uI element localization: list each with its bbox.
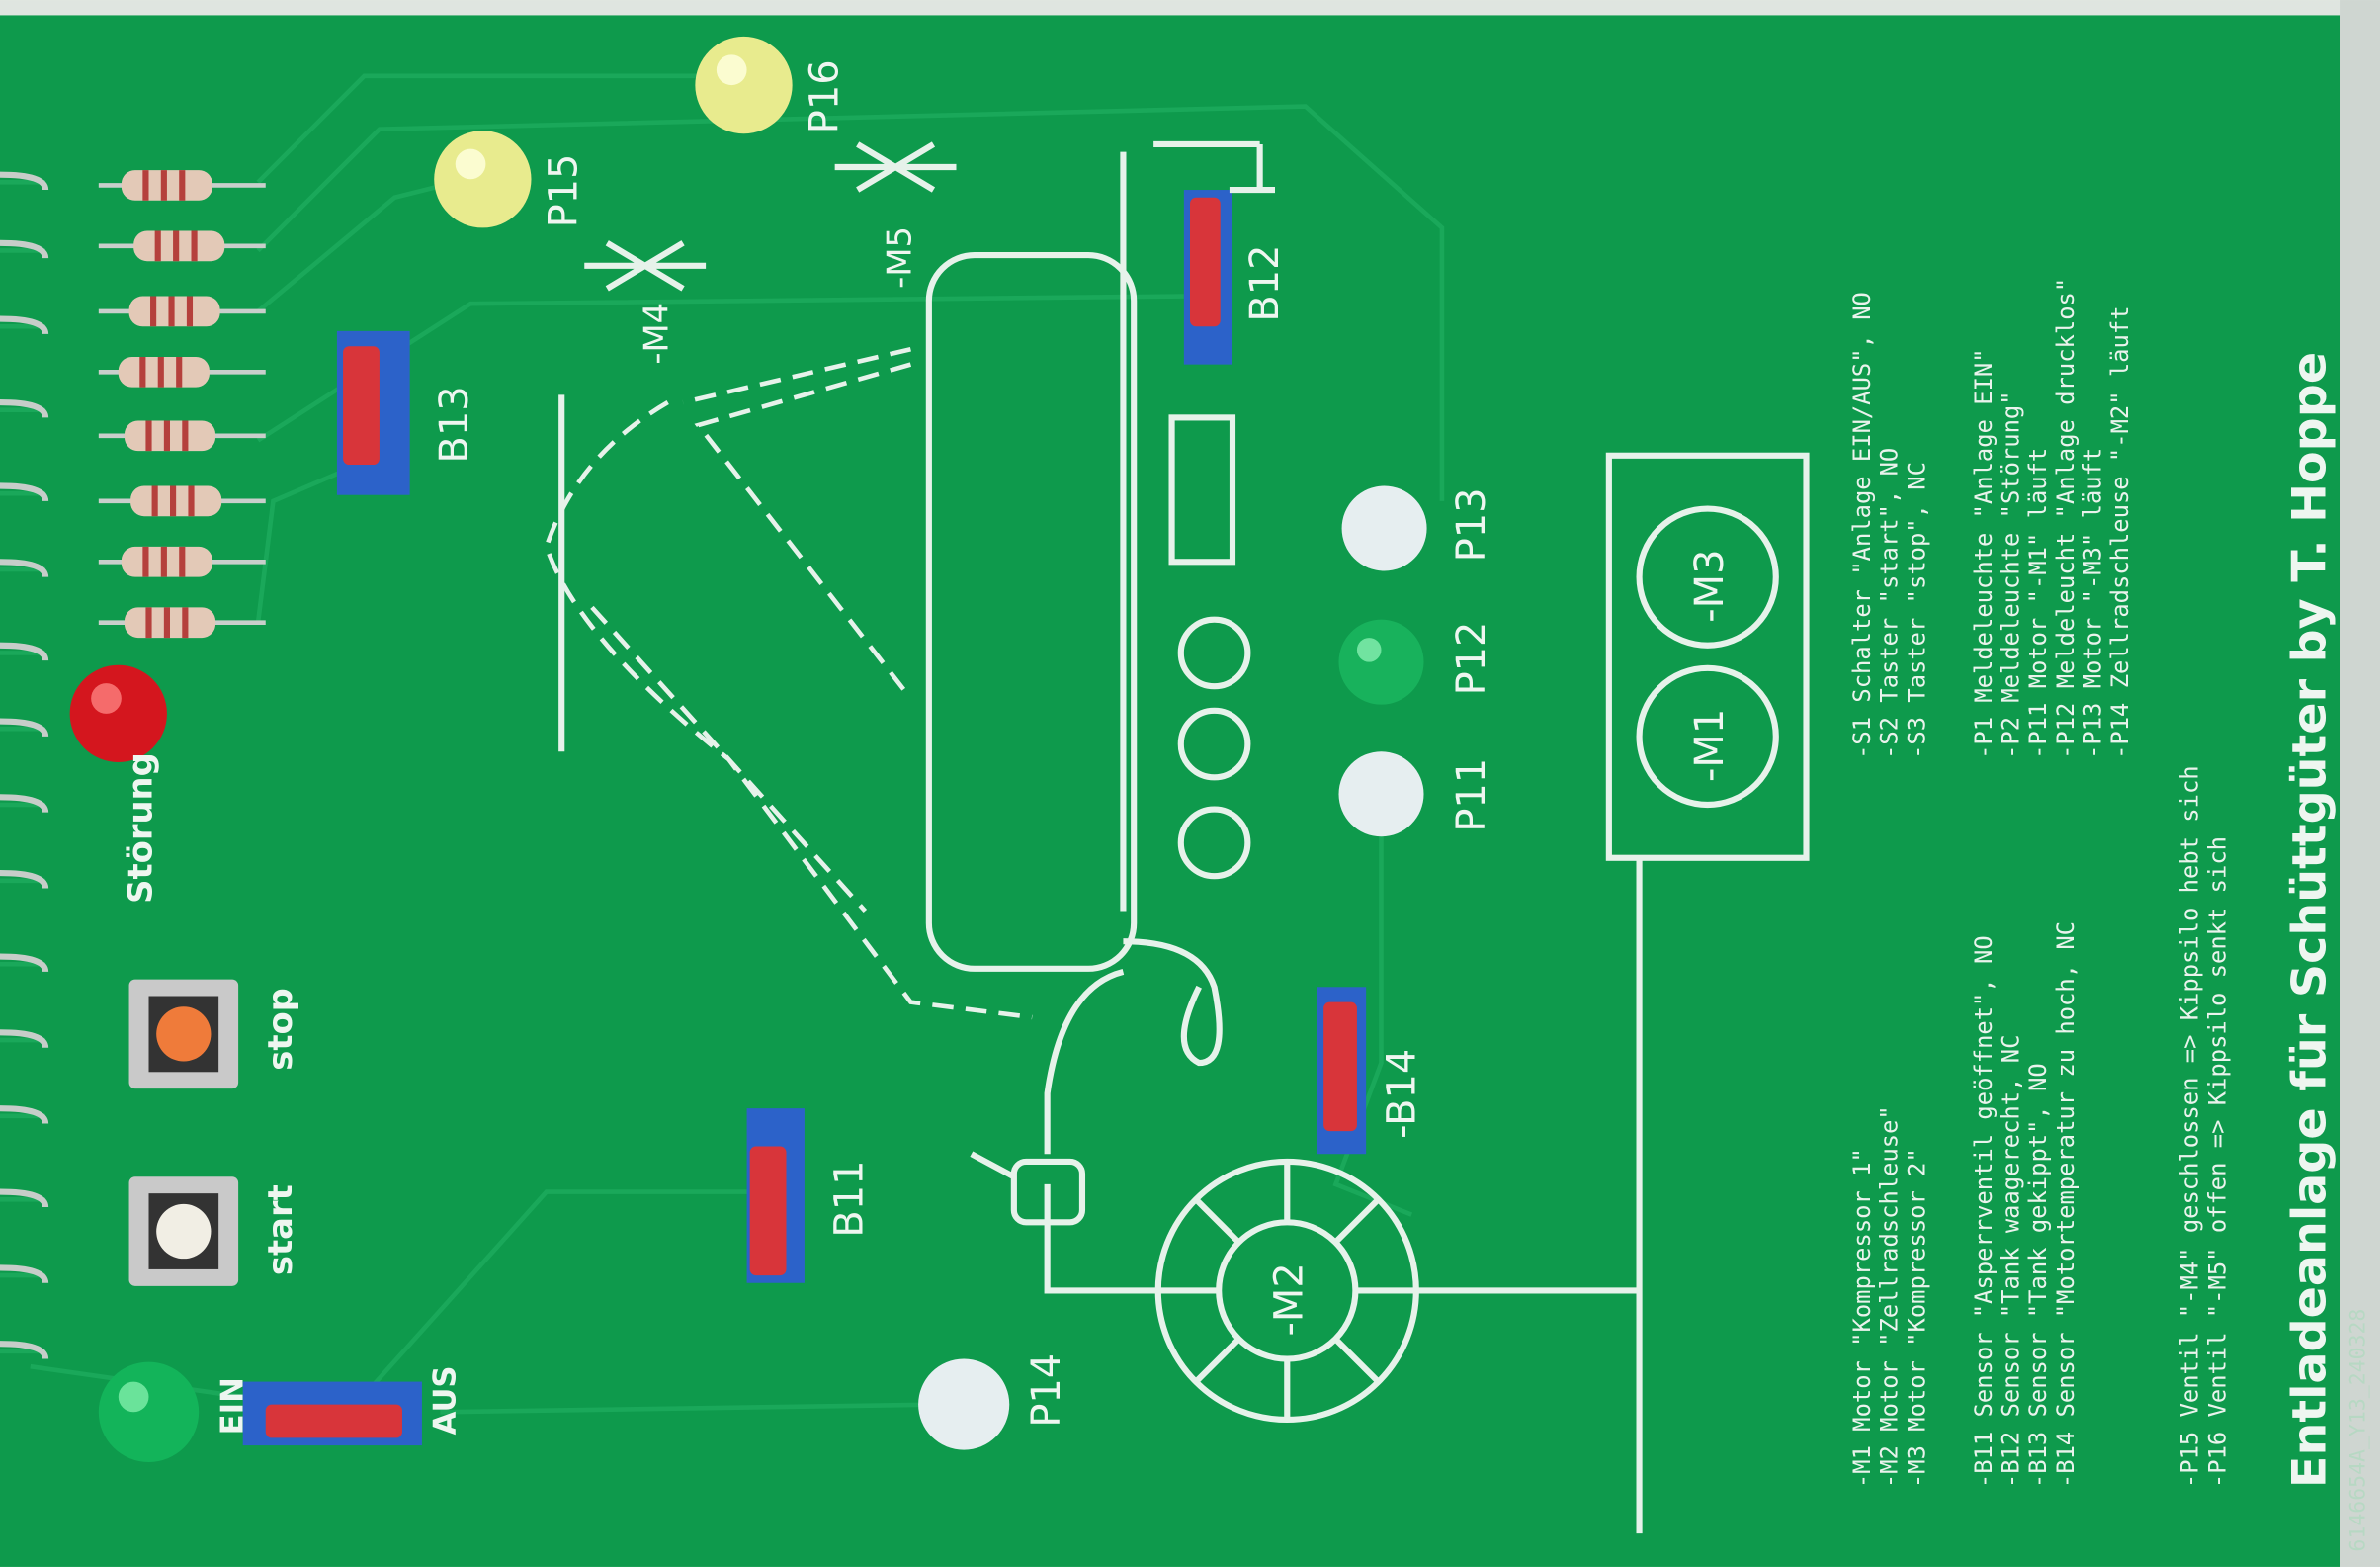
- button-stop[interactable]: [128, 979, 239, 1089]
- svg-text:-S3 Taster "stop", NC: -S3 Taster "stop", NC: [1903, 462, 1930, 759]
- header-pins: [0, 171, 49, 1360]
- label-m3: -M3: [1687, 549, 1733, 622]
- svg-text:-B14 Sensor "Motortemperatur z: -B14 Sensor "Motortemperatur zu hoch, NC: [2052, 921, 2080, 1488]
- svg-text:-B11 Sensor "Asperrventil geöf: -B11 Sensor "Asperrventil geöffnet", NO: [1970, 935, 1998, 1488]
- label-p12: P12: [1449, 622, 1494, 696]
- svg-text:-P1 Meldeleuchte "Anlage EIN": -P1 Meldeleuchte "Anlage EIN": [1970, 348, 1998, 758]
- sensor-b12[interactable]: [1183, 190, 1232, 365]
- sensor-b11[interactable]: [746, 1108, 805, 1283]
- svg-text:-S2 Taster "start", NO: -S2 Taster "start", NO: [1876, 448, 1904, 759]
- label-m5: -M5: [880, 226, 918, 289]
- svg-text:-P12 Meldeleucht "Anlage druck: -P12 Meldeleucht "Anlage drucklos": [2052, 278, 2080, 759]
- valve-m4-symbol: [584, 240, 707, 292]
- label-p13: P13: [1449, 487, 1494, 562]
- legend-switches: -S1 Schalter "Anlage EIN/AUS", NO-S2 Tas…: [1848, 292, 1930, 759]
- valve-m5-symbol: [834, 141, 957, 193]
- label-m2: -M2: [1267, 1262, 1313, 1336]
- label-b14: -B14: [1379, 1049, 1424, 1139]
- label-start: start: [261, 1184, 299, 1275]
- label-stop: stop: [261, 988, 299, 1071]
- led-p12-green: [1338, 619, 1424, 705]
- label-p14: P14: [1024, 1353, 1069, 1428]
- led-p16-yellow: [695, 36, 793, 134]
- label-b12: B12: [1242, 244, 1288, 321]
- svg-text:-M2 Motor "Zellradschleuse": -M2 Motor "Zellradschleuse": [1876, 1105, 1904, 1488]
- svg-text:-P11 Motor "-M1" läuft: -P11 Motor "-M1" läuft: [2024, 448, 2052, 759]
- tank-schematic: [544, 140, 1810, 1534]
- label-stoerung: Störung: [122, 752, 160, 904]
- led-p1-green: [98, 1361, 200, 1462]
- svg-text:-P16 Ventil "-M5" offen => Kip: -P16 Ventil "-M5" offen => Kippsilo senk…: [2203, 836, 2231, 1488]
- led-p15-yellow: [434, 131, 532, 228]
- legend-motors: -M1 Motor "Kompressor 1"-M2 Motor "Zellr…: [1848, 1105, 1930, 1488]
- label-b11: B11: [826, 1161, 872, 1238]
- label-p11: P11: [1449, 758, 1494, 832]
- legend-lamps: -P1 Meldeleuchte "Anlage EIN"-P2 Meldele…: [1970, 278, 2134, 759]
- led-p14-white: [918, 1358, 1010, 1450]
- svg-text:-P2 Meldeleuchte "Störung": -P2 Meldeleuchte "Störung": [1998, 391, 2025, 759]
- svg-text:-B13 Sensor "Tank gekippt", NO: -B13 Sensor "Tank gekippt", NO: [2024, 1063, 2052, 1488]
- led-p11-white: [1338, 751, 1424, 837]
- label-p16: P16: [803, 59, 848, 133]
- label-b13: B13: [432, 386, 477, 463]
- board-title: Entladeanlage für Schüttgüter by T. Hopp…: [2283, 352, 2338, 1488]
- svg-text:-P15 Ventil "-M4" geschlossen: -P15 Ventil "-M4" geschlossen => Kippsil…: [2176, 765, 2204, 1488]
- board-code: 6146654A_Y13_240328: [2346, 1309, 2371, 1552]
- svg-text:-M3 Motor "Kompressor 2": -M3 Motor "Kompressor 2": [1903, 1148, 1930, 1488]
- label-m4: -M4: [638, 303, 676, 365]
- legend-valves: -P15 Ventil "-M4" geschlossen => Kippsil…: [2176, 765, 2232, 1488]
- sensor-b14[interactable]: [1318, 987, 1367, 1155]
- svg-text:-P13 Motor "-M3" läuft: -P13 Motor "-M3" läuft: [2079, 448, 2106, 759]
- svg-text:-M1 Motor "Kompressor 1": -M1 Motor "Kompressor 1": [1848, 1148, 1876, 1488]
- label-aus: AUS: [428, 1365, 464, 1435]
- led-p13-white: [1341, 485, 1427, 571]
- svg-text:-B12 Sensor "Tank waagerecht,: -B12 Sensor "Tank waagerecht, NC: [1998, 1035, 2025, 1488]
- label-p15: P15: [542, 154, 587, 228]
- resistors: [98, 170, 266, 639]
- pcb-board: [0, 15, 2341, 1567]
- label-ein: EIN: [215, 1377, 251, 1435]
- label-m1: -M1: [1687, 709, 1733, 782]
- legend-sensors: -B11 Sensor "Asperrventil geöffnet", NO-…: [1970, 921, 2080, 1488]
- svg-text:-P14 Zellradschleuse "-M2" läu: -P14 Zellradschleuse "-M2" läuft: [2106, 305, 2134, 758]
- sensor-b13[interactable]: [336, 330, 410, 495]
- switch-s1-ein-aus[interactable]: [242, 1381, 422, 1446]
- led-p2-red: [69, 664, 167, 762]
- button-start[interactable]: [128, 1176, 239, 1286]
- svg-text:-S1 Schalter "Anlage EIN/AUS",: -S1 Schalter "Anlage EIN/AUS", NO: [1848, 292, 1876, 759]
